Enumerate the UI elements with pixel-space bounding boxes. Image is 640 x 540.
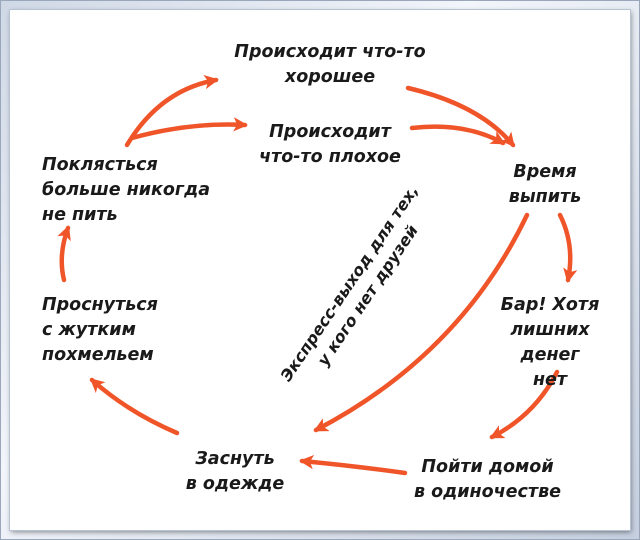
arrow-vow-to-good xyxy=(124,74,219,148)
arrow-home-to-sleep xyxy=(299,454,408,476)
node-bar: Бар! Хотя лишних денег нет xyxy=(500,295,600,390)
node-vow-never-drink: Поклясться больше никогда не пить xyxy=(42,155,211,225)
arrow-good-to-drink xyxy=(405,85,516,148)
node-time-to-drink: Время выпить xyxy=(508,162,582,207)
arrow-drink-to-bar xyxy=(557,212,578,283)
arrow-wake-to-vow xyxy=(57,225,71,283)
node-sleep-in-clothes: Заснуть в одежде xyxy=(185,449,285,494)
node-something-good: Происходит что-то хорошее xyxy=(234,42,426,87)
arrow-vow-to-bad xyxy=(129,117,248,141)
arrow-bar-to-home xyxy=(489,369,560,440)
arrow-sleep-to-wake xyxy=(89,377,180,436)
arrow-bad-to-drink xyxy=(409,124,506,146)
arrow-express-exit xyxy=(313,212,530,433)
arrows-layer xyxy=(57,74,578,476)
node-go-home-alone: Пойти домой в одиночестве xyxy=(413,457,562,502)
node-something-bad: Происходит что-то плохое xyxy=(259,122,401,167)
diagram-canvas: Происходит что-то хорошее Происходит что… xyxy=(10,10,630,530)
node-wake-hangover: Проснуться с жутким похмельем xyxy=(42,295,158,365)
